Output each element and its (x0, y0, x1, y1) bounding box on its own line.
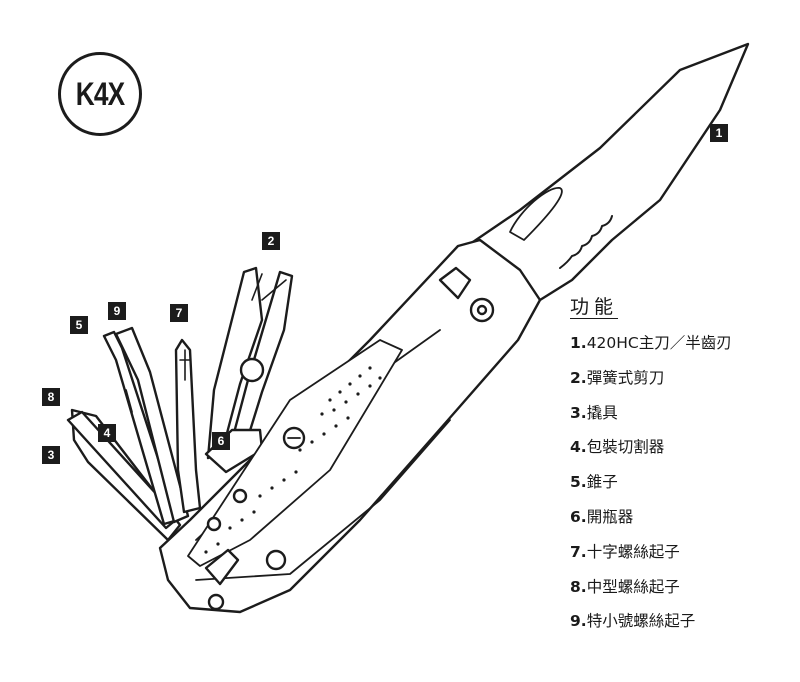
callout-1-badge: 1 (710, 124, 728, 142)
legend-item: 9.特小號螺絲起子 (570, 612, 696, 631)
callout-3-badge: 3 (42, 446, 60, 464)
legend-list: 1.420HC主刀／半齒刃 2.彈簧式剪刀 3.撬具 4.包裝切割器 5.錐子 … (570, 333, 795, 646)
legend-title: 功能 (570, 296, 619, 318)
legend-item: 3.撬具 (570, 403, 618, 422)
legend-item: 5.錐子 (570, 473, 618, 492)
scissors-tool (206, 266, 264, 460)
phillips-screwdriver-tool (174, 338, 202, 514)
callout-2-badge: 2 (262, 232, 280, 250)
feature-legend: 功能 1.420HC主刀／半齒刃 2.彈簧式剪刀 3.撬具 4.包裝切割器 5.… (570, 292, 795, 646)
callout-9-badge: 9 (108, 302, 126, 320)
callout-7-badge: 7 (170, 304, 188, 322)
legend-item: 1.420HC主刀／半齒刃 (570, 334, 732, 352)
callout-4-badge: 4 (98, 424, 116, 442)
legend-item: 7.十字螺絲起子 (570, 542, 680, 561)
legend-item: 8.中型螺絲起子 (570, 577, 680, 596)
legend-item: 2.彈簧式剪刀 (570, 368, 665, 387)
model-logo-text: K4X (75, 76, 125, 112)
model-logo: K4X (58, 52, 142, 136)
callout-6-badge: 6 (212, 432, 230, 450)
main-blade (468, 42, 750, 302)
small-screwdriver-tool (114, 326, 190, 524)
callout-5-badge: 5 (70, 316, 88, 334)
callout-8-badge: 8 (42, 388, 60, 406)
legend-item: 6.開瓶器 (570, 507, 634, 526)
legend-item: 4.包裝切割器 (570, 438, 665, 457)
